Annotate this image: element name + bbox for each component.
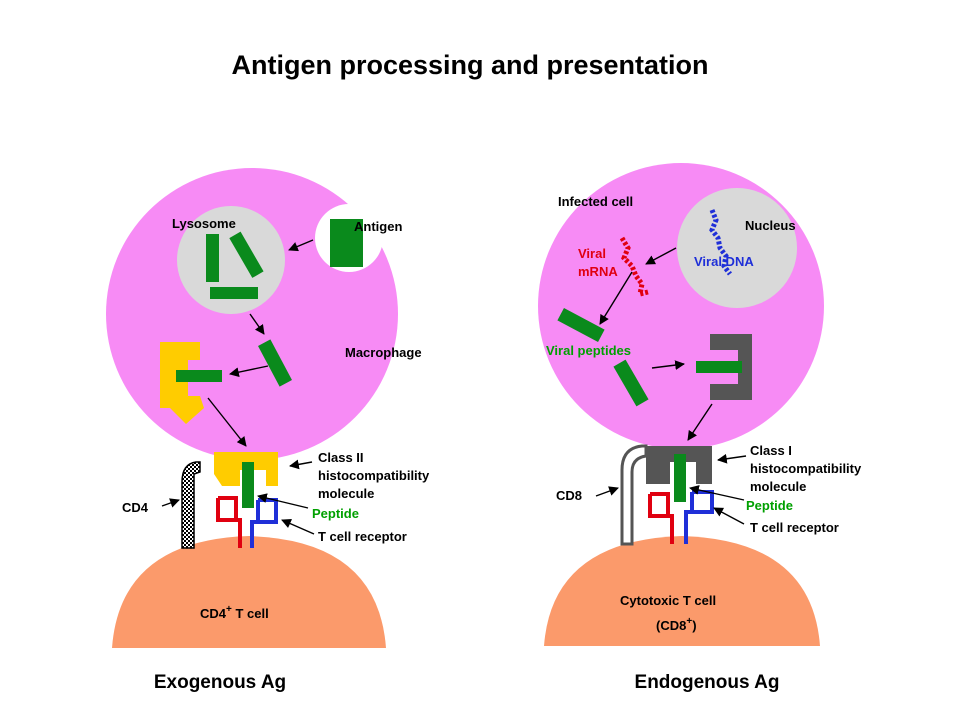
label-t-cell-receptor: T cell receptor [318,529,407,544]
label-viral-dna: Viral DNA [694,254,754,269]
label-cd8: CD8 [556,488,582,503]
label-nucleus: Nucleus [745,218,796,233]
label-cd4-t-cell: CD4+ T cell [200,604,269,621]
label-cytotoxic-t-cell: Cytotoxic T cell [620,593,716,608]
loaded-viral-peptide [696,361,742,373]
loaded-peptide [176,370,222,382]
label-viral-peptides: Viral peptides [546,343,631,358]
presented-viral-peptide [674,454,686,502]
viral-peptide [557,308,605,342]
cd4-molecule [181,461,201,549]
antigen [330,219,363,267]
presented-peptide [242,462,254,508]
tcr-alpha-chain [650,492,674,544]
label-cd8-plus: (CD8+) [656,616,697,633]
label-class-ii-line2: histocompatibility [318,468,430,483]
tcr-beta-chain [684,490,714,544]
cd8-molecule [620,444,648,546]
viral-mrna-strand [619,236,649,298]
mhc-i-intracellular [710,334,752,400]
caption-endogenous: Endogenous Ag [635,672,780,693]
mhc-ii-intracellular [160,342,204,424]
processed-peptide [258,339,292,387]
tcr-beta-chain [250,498,278,548]
right-panel: Infected cell Nucleus Viral mRNA Viral D… [538,163,862,646]
label-peptide: Peptide [312,506,359,521]
cytotoxic-t-cell [544,536,820,646]
viral-dna-strand [709,209,732,276]
mhc-i-surface [646,446,712,484]
lysosome-fragment [206,234,219,282]
label-viral-mrna-line2: mRNA [578,264,618,279]
label-class-ii-line1: Class II [318,450,364,465]
label-t-cell-receptor: T cell receptor [750,520,839,535]
label-viral-mrna-line1: Viral [578,246,606,261]
label-class-ii-line3: molecule [318,486,374,501]
cd4-t-cell [112,536,386,648]
label-cd4: CD4 [122,500,149,515]
lysosome-fragment [210,287,258,299]
nucleus [677,188,797,308]
left-panel: Lysosome Antigen Macrophage Class II his… [106,168,430,648]
label-peptide: Peptide [746,498,793,513]
lysosome-fragment [229,231,264,278]
label-class-i-line2: histocompatibility [750,461,862,476]
page-title: Antigen processing and presentation [231,50,708,80]
label-macrophage: Macrophage [345,345,422,360]
label-class-i-line1: Class I [750,443,792,458]
viral-peptide [613,359,649,407]
label-antigen: Antigen [354,219,402,234]
label-lysosome: Lysosome [172,216,236,231]
caption-exogenous: Exogenous Ag [154,672,286,693]
label-infected-cell: Infected cell [558,194,633,209]
label-class-i-line3: molecule [750,479,806,494]
